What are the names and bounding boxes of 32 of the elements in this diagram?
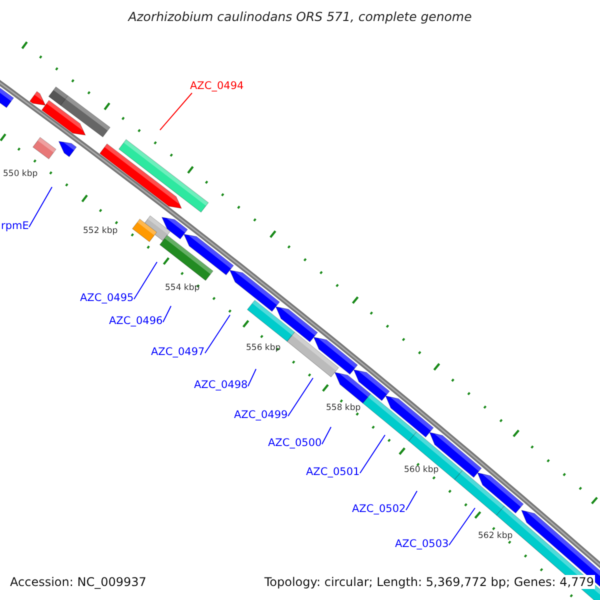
gene-label: rpmE: [1, 220, 29, 233]
scale-label: 554 kbp: [165, 283, 200, 293]
leader-line: [28, 186, 52, 228]
gene-label: AZC_0496: [109, 315, 163, 328]
gene-label: AZC_0503: [395, 538, 449, 551]
scale-label: 552 kbp: [83, 226, 118, 236]
leader-line: [248, 368, 256, 387]
leader-line: [406, 490, 418, 511]
gene-label: AZC_0497: [151, 346, 205, 359]
gene-label: AZC_0502: [352, 503, 406, 516]
scale-label: 556 kbp: [246, 343, 281, 353]
gene-label: AZC_0499: [234, 409, 288, 422]
scale-label: 550 kbp: [3, 169, 38, 179]
scale-label: 562 kbp: [478, 531, 513, 541]
gene-label: AZC_0498: [194, 379, 248, 392]
gene-label: AZC_0495: [80, 292, 134, 305]
gene-label: AZC_0500: [268, 437, 322, 450]
scale-label: 558 kbp: [326, 403, 361, 413]
title: Azorhizobium caulinodans ORS 571, complete genome: [126, 9, 473, 24]
leader-line: [288, 378, 314, 417]
scale-label: 560 kbp: [404, 465, 439, 475]
leader-line: [322, 426, 332, 445]
leader-line: [162, 306, 172, 323]
leader-line: [360, 434, 386, 474]
accession-text: Accession: NC_009937: [9, 575, 148, 589]
gene-label: AZC_0494: [190, 80, 244, 93]
leader-line: [204, 314, 230, 354]
leader-line: [134, 262, 158, 300]
leader-line: [448, 508, 476, 546]
gene-label: AZC_0501: [306, 466, 360, 479]
leader-line: [160, 92, 192, 130]
genome-info-text: Topology: circular; Length: 5,369,772 bp; Genes: 4,779: [263, 575, 595, 589]
